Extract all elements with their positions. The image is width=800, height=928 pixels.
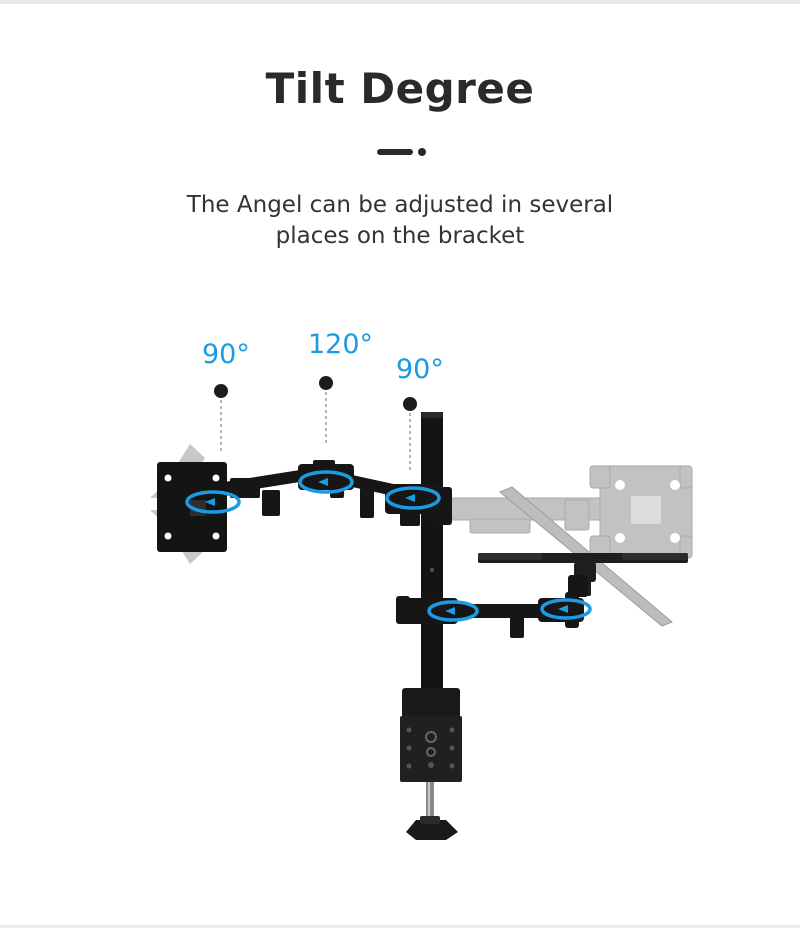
rotation-arrow-icon xyxy=(185,470,592,622)
top-border xyxy=(0,0,800,4)
rotation-arrowheads xyxy=(205,478,568,615)
description-line-2: places on the bracket xyxy=(275,223,525,249)
angle-label-middle-joint: 120° xyxy=(308,329,374,360)
vertical-pole xyxy=(421,412,443,712)
page-title: Tilt Degree xyxy=(265,64,535,113)
pivot-marker-icon xyxy=(214,376,417,472)
title-divider xyxy=(377,149,413,155)
ghost-right-arm xyxy=(444,465,693,559)
angle-label-pole-joint: 90° xyxy=(396,354,444,385)
desk-clamp xyxy=(400,688,462,840)
angle-label-left-joint: 90° xyxy=(202,339,250,370)
laptop-tray xyxy=(478,553,688,596)
title-divider-dot xyxy=(418,148,426,156)
description: The Angel can be adjusted in several pla… xyxy=(150,190,650,252)
description-line-1: The Angel can be adjusted in several xyxy=(186,192,614,218)
bottom-border xyxy=(0,925,800,928)
